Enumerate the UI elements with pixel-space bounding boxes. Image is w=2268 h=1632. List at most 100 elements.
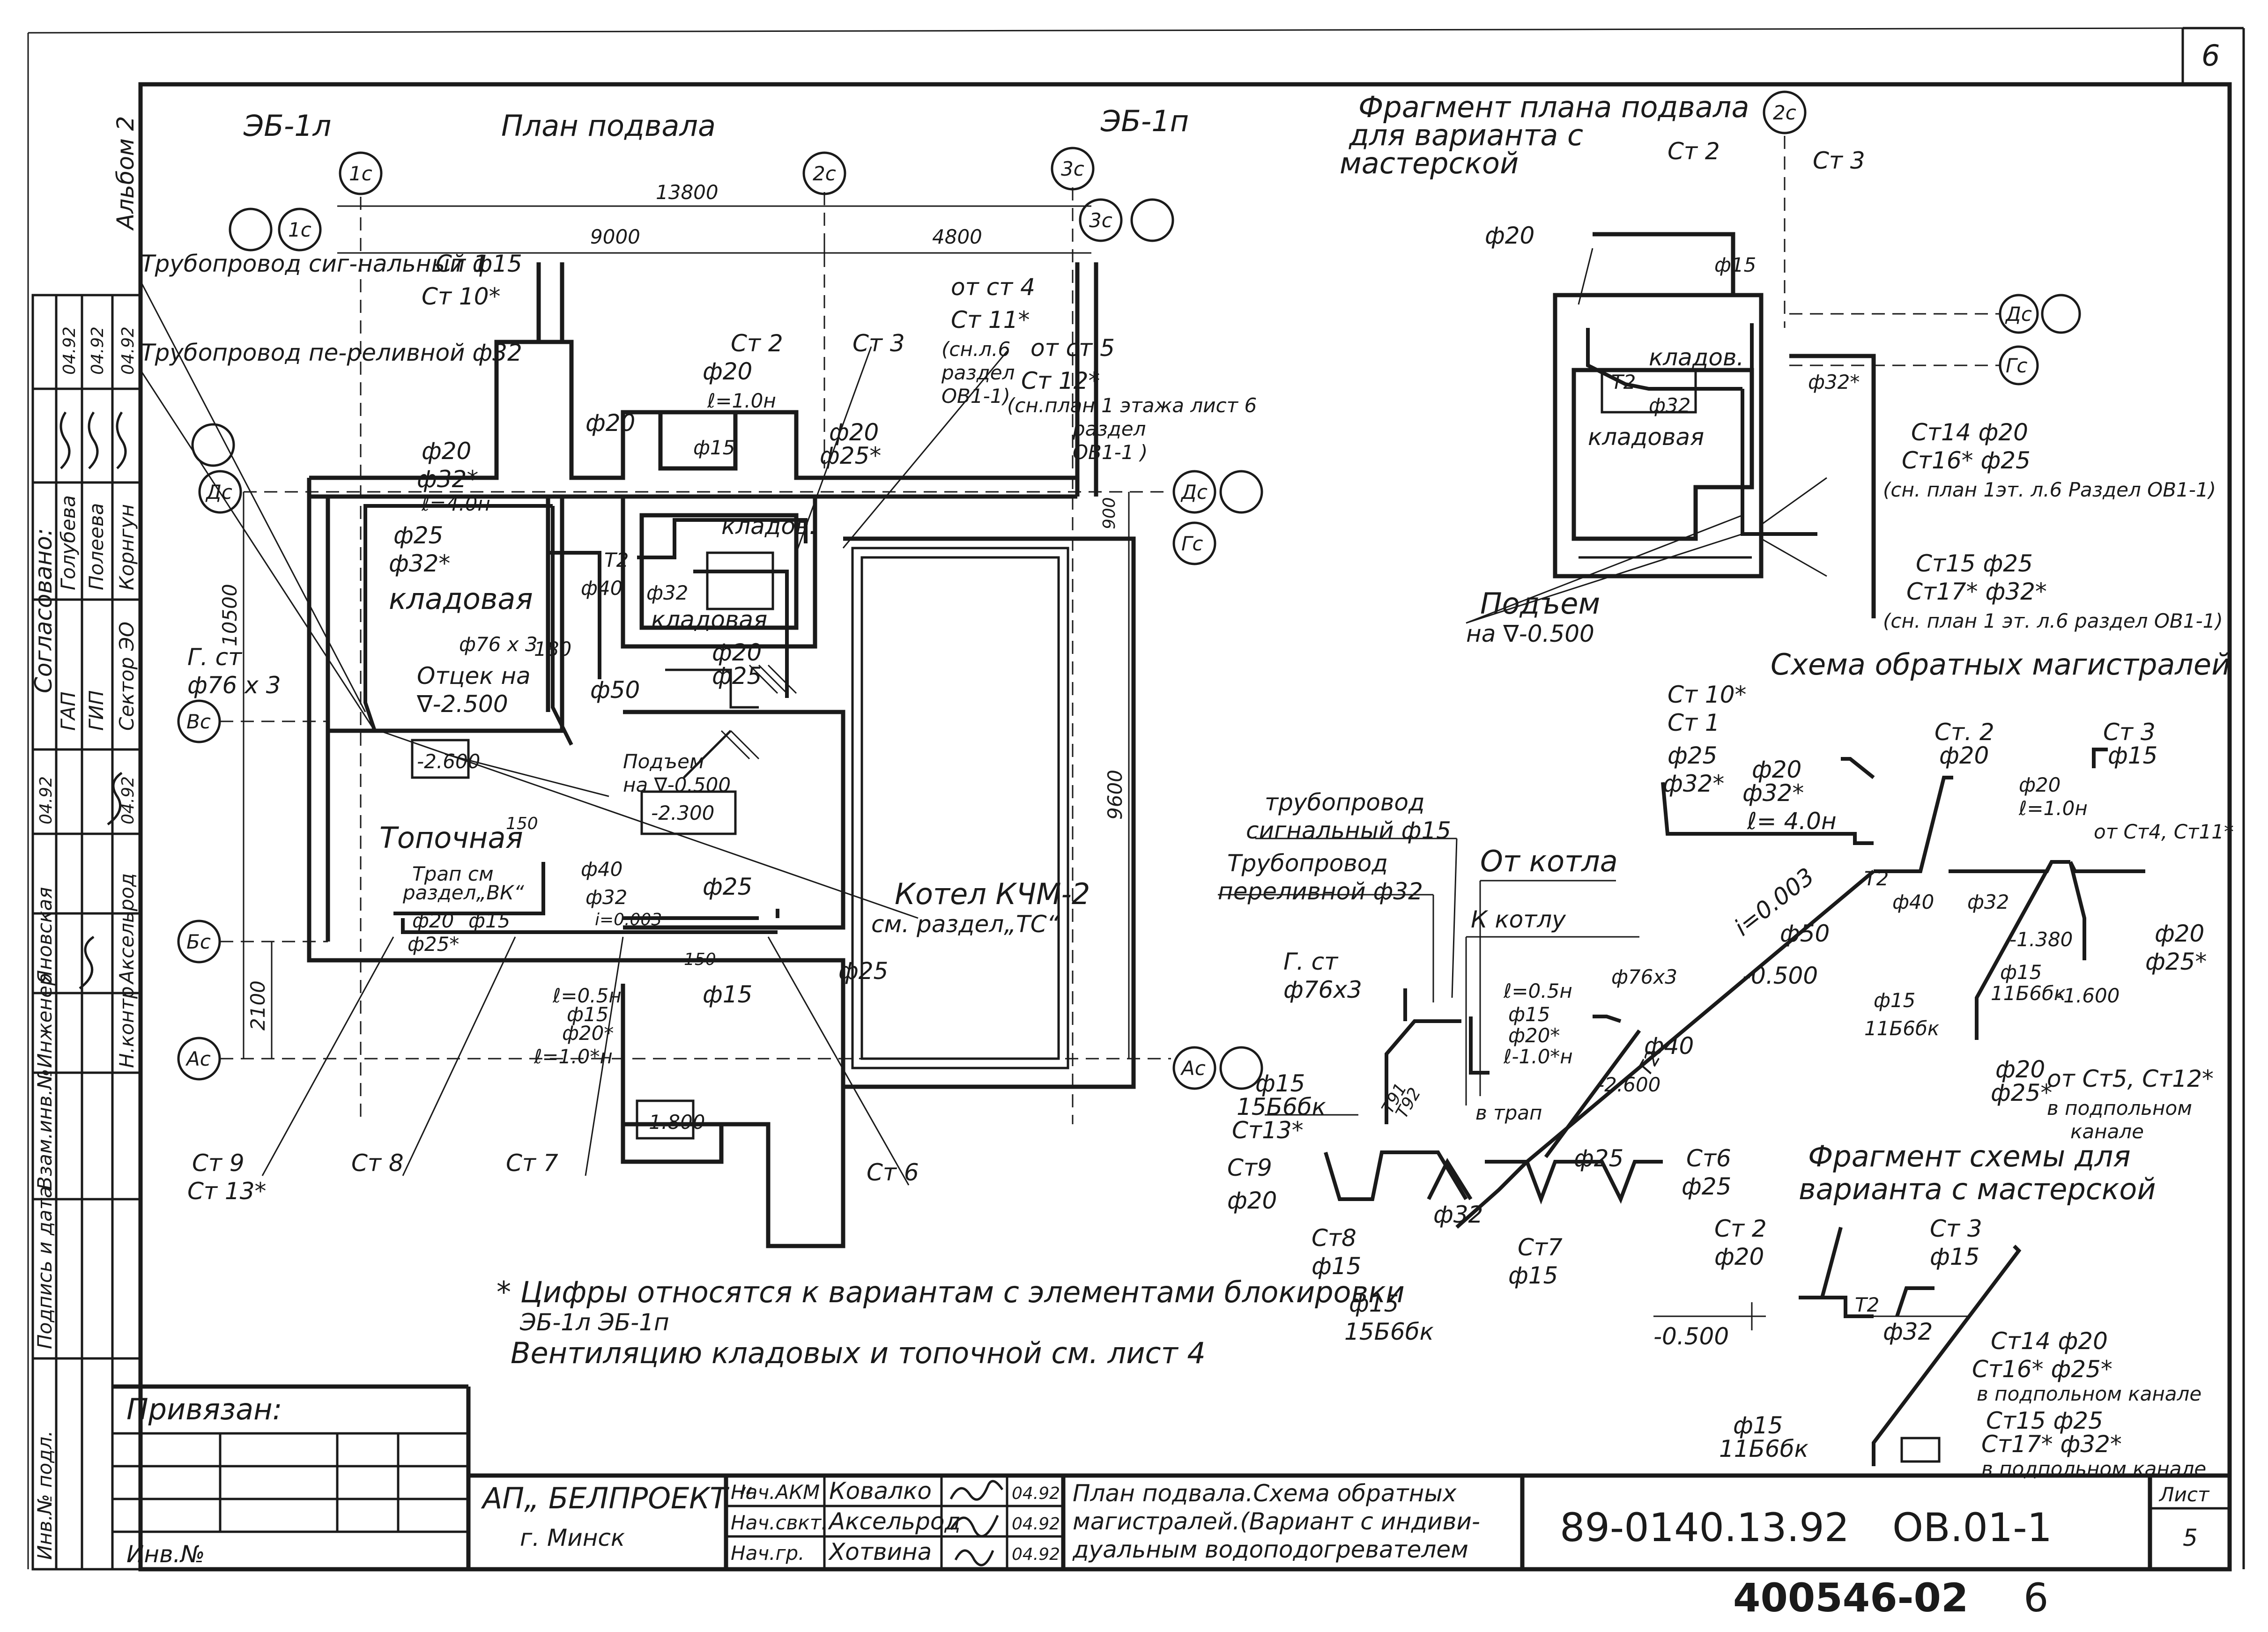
plan-f20f: ф20: [412, 909, 454, 932]
plan-f76x3: ф76 х 3: [459, 633, 538, 656]
frag-plan-st15: Ст15 ф25: [1916, 550, 2033, 577]
frag-scheme-pipes: [1653, 1226, 2022, 1466]
dim-2100: 2100: [246, 980, 269, 1031]
frag-plan-D: Дс: [2005, 303, 2032, 326]
scheme-st9: Ст9: [1227, 1154, 1272, 1181]
engineer-name: Яновская: [33, 887, 56, 984]
plan-boiler2: см. раздел„ТС“: [871, 911, 1060, 938]
axis-A-left: Ас: [185, 1047, 211, 1070]
plan-st11: Ст 11*: [951, 306, 1030, 334]
normcontrol-date: 04.92: [119, 776, 138, 824]
plan-f25f: ф25: [838, 957, 888, 985]
plan-f25e: ф25: [703, 873, 752, 900]
scheme-f25d: ф25*: [2145, 948, 2207, 975]
scheme-f50: ф50: [1780, 920, 1830, 947]
top-sheet-number: 6: [2201, 38, 2220, 73]
scheme-f20g: ф20: [1227, 1187, 1277, 1214]
scheme-f40b: ф40: [1644, 1032, 1694, 1060]
tb-date-3: 04.92: [1012, 1545, 1060, 1564]
axis-2c: 2с: [813, 162, 836, 185]
scheme-f76x3: ф76х3: [1611, 965, 1677, 988]
frag-scheme-title2: варианта с мастерской: [1799, 1172, 2156, 1206]
plan-note-plan1: (сн.план 1 этажа лист 6: [1007, 394, 1257, 417]
frag-plan-rise-lvl: на ∇-0.500: [1466, 620, 1594, 647]
stair-hatch: [720, 664, 797, 760]
album-label: Альбом 2: [112, 116, 139, 231]
scheme-st13: Ст13*: [1232, 1117, 1304, 1144]
plan-st12: Ст 12*: [1021, 367, 1100, 394]
frag-plan-t2: Т2: [1611, 371, 1636, 393]
frag-plan-st2: Ст 2: [1668, 138, 1720, 165]
plan-drop-lvl: ∇-2.500: [416, 690, 508, 718]
plan-f20d: ф20: [586, 409, 635, 437]
scheme-f15d: ф15: [1508, 1003, 1550, 1026]
plan-f25a: ф25*: [820, 442, 881, 469]
scheme-f25e: ф25*: [1991, 1079, 2052, 1106]
frag-plan-f32: ф32: [1649, 394, 1690, 417]
agreed-date-2: 04.92: [88, 326, 107, 375]
dim-4800: 4800: [932, 225, 982, 248]
plan-st7: Ст 7: [506, 1150, 558, 1177]
frag-scheme-st2: Ст 2: [1714, 1215, 1767, 1242]
scheme-f15g: ф15: [1508, 1262, 1558, 1289]
note-line-2: ЭБ-1л ЭБ-1п: [519, 1309, 669, 1336]
bottom-stamp-page: 6: [2023, 1575, 2048, 1621]
plan-pantry3: кладов.: [721, 512, 816, 540]
scheme-st3: Ст 3: [2103, 719, 2156, 746]
tb-date-2: 04.92: [1012, 1514, 1060, 1534]
plan-lvl2300: -2.300: [651, 801, 714, 824]
frag-plan-axis-d2: [2041, 294, 2081, 334]
scheme-c11b6: 11Б6бк: [1991, 982, 2066, 1005]
plan-trap: Трап см: [412, 862, 494, 885]
title-block-grid: [112, 1384, 2230, 1569]
frag-scheme-st16: Ст16* ф25*: [1972, 1356, 2112, 1383]
scheme-l1: ℓ=1.0н: [2018, 797, 2088, 820]
agreed-label: Согласовано:: [30, 528, 57, 693]
tb-role-2: Нач.свкт.: [731, 1511, 828, 1534]
axis-A-right: Ас: [1180, 1057, 1206, 1080]
plan-ov11b: ОВ1-1 ): [1073, 441, 1148, 464]
axis-D-right: Дс: [1180, 481, 1208, 504]
scheme-st1: Ст 1: [1668, 709, 1720, 736]
tb-role-3: Нач.гр.: [731, 1542, 805, 1565]
frag-plan-st17: Ст17* ф32*: [1906, 578, 2047, 605]
plan-f76: ф76 х 3: [187, 672, 281, 699]
plan-l1: ℓ=1.0н: [707, 389, 776, 412]
plan-f20b: ф20: [703, 358, 752, 385]
plan-dimensions: [243, 205, 1130, 1059]
scheme-st7: Ст7: [1518, 1234, 1563, 1261]
scheme-f25f: ф25: [1574, 1145, 1623, 1172]
scheme-f15h: ф15: [1349, 1290, 1399, 1317]
normcontrol-name: Аксельрод: [115, 873, 138, 985]
scheme-st2: Ст. 2: [1934, 719, 1994, 746]
dim-9600: 9600: [1104, 770, 1127, 820]
scheme-gst: Г. ст: [1283, 948, 1339, 975]
frag-plan-st14: Ст14 ф20: [1911, 419, 2028, 446]
axis-G-right: Гс: [1181, 532, 1203, 555]
plan-f32a: ф32*: [417, 466, 478, 493]
agreed-name-2: Полеева: [85, 503, 108, 590]
inv-label: Инв.№: [126, 1541, 205, 1568]
scheme-f20: ф20: [1752, 756, 1801, 783]
plan-walls: [307, 262, 1136, 1248]
plan-razdel2: раздел: [1072, 417, 1146, 440]
plan-leaders: [140, 281, 910, 1186]
axis-B-left: Бс: [186, 930, 211, 953]
scheme-canal2: канале: [2070, 1120, 2144, 1143]
frag-plan-axis: 2с: [1773, 101, 1796, 124]
plan-drop: Отцек на: [417, 662, 531, 690]
plan-boiler-room: Топочная: [379, 821, 523, 855]
frag-plan-st16: Ст16* ф25: [1902, 447, 2031, 474]
note-line-1: * Цифры относятся к вариантам с элемента…: [497, 1275, 1405, 1309]
frag-plan-f20: ф20: [1485, 222, 1534, 249]
plan-f25d: ф25*: [408, 933, 459, 956]
frag-plan-title3: мастерской: [1340, 146, 1519, 180]
normcontrol-role: Н.контр: [115, 986, 138, 1068]
plan-rise: Подъем: [623, 750, 704, 773]
plan-f20a: ф20: [422, 438, 471, 465]
plan-st6: Ст 6: [867, 1159, 919, 1186]
engineer-role: Инженер: [33, 973, 56, 1068]
frag-plan-note2: (сн. план 1 эт. л.6 раздел ОВ1-1): [1883, 609, 2223, 632]
plan-f32d: ф32: [586, 886, 627, 909]
